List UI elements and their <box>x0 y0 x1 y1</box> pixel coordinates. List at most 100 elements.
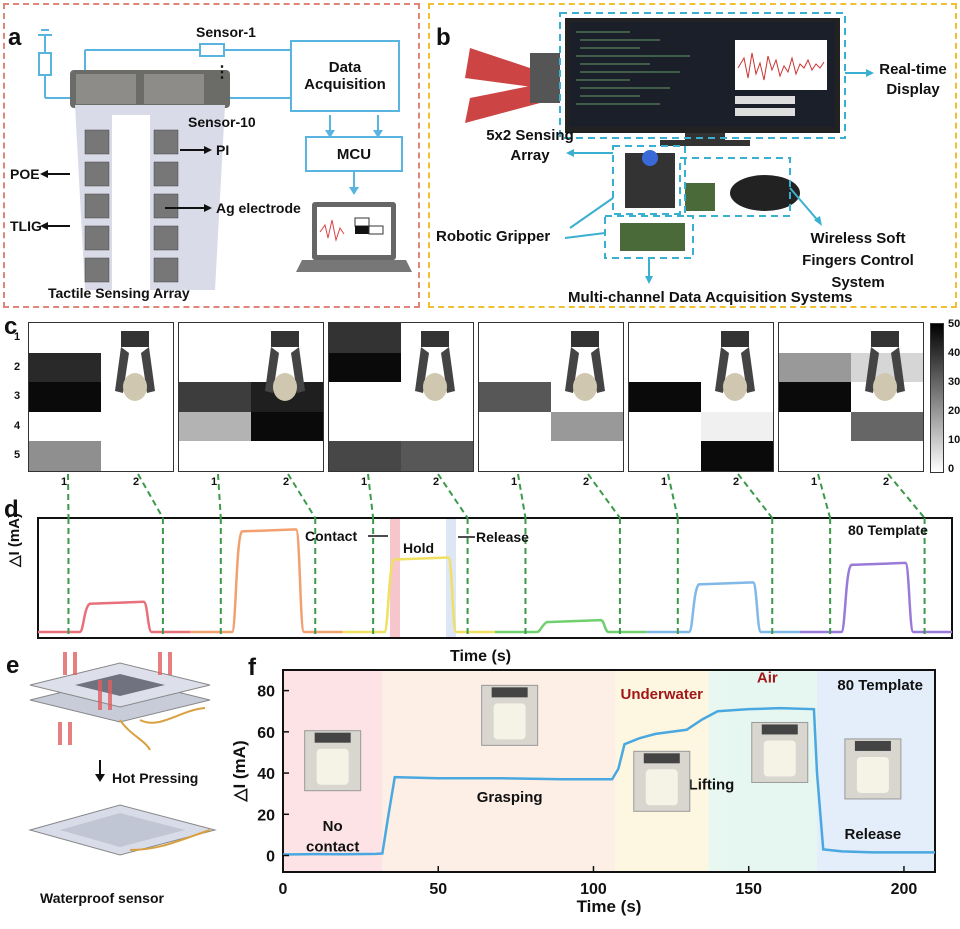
gripper-image <box>465 48 560 123</box>
gripper-photo-icon <box>861 331 909 403</box>
data-acquisition-box: Data Acquisition <box>290 40 400 112</box>
heatmap-col-tick: 1 <box>661 476 668 488</box>
x-tick-label: 100 <box>580 881 607 898</box>
heatmap-cell <box>251 411 323 442</box>
heatmap-cell <box>329 382 401 412</box>
heatmap-cell <box>179 411 251 442</box>
y-tick-label: 80 <box>257 684 275 701</box>
sensor-1-label: Sensor-1 <box>196 24 256 40</box>
heatmap-cell <box>29 441 101 471</box>
air-label: Air <box>757 669 778 686</box>
heatmap-cell <box>779 411 851 442</box>
heatmap-cell <box>701 411 773 442</box>
gripper-photo-icon <box>261 331 309 403</box>
heatmap-cell <box>329 323 401 353</box>
heatmap-cell <box>179 382 251 412</box>
heatmap-cell <box>179 323 251 353</box>
heatmap-col-tick: 1 <box>511 476 518 488</box>
heatmap-6 <box>778 322 924 472</box>
y-tick-label: 20 <box>257 807 275 824</box>
chart-d-xlabel: Time (s) <box>450 648 512 665</box>
heatmap-cell <box>851 441 923 471</box>
experiment-photo <box>633 750 691 812</box>
heatmap-col-tick: 1 <box>811 476 818 488</box>
hot-pressing-label: Hot Pressing <box>112 770 199 786</box>
heatmap-cell <box>29 382 101 412</box>
connector-line <box>437 473 469 519</box>
heatmap-col-tick: 2 <box>733 476 740 488</box>
gripper-photo-icon <box>411 331 459 403</box>
heatmap-cell <box>329 411 401 442</box>
chart-d-series-2 <box>190 528 343 634</box>
chart-d-series-4 <box>495 618 648 634</box>
heatmap-cell <box>29 411 101 442</box>
colorbar <box>930 323 944 473</box>
contact-label: Contact <box>305 528 358 544</box>
heatmap-1 <box>28 322 174 472</box>
heatmap-cell <box>479 411 551 442</box>
heatmap-cell <box>629 352 701 383</box>
gripper-photo-icon <box>711 331 759 403</box>
panel-label-f: f <box>248 654 256 681</box>
heatmap-cell <box>629 411 701 442</box>
chart-d <box>37 473 953 639</box>
connector-line <box>367 473 375 519</box>
chart-d-ylabel: △I (mA) <box>6 512 23 567</box>
heatmap-row-tick: 5 <box>14 449 21 462</box>
panel-label-d: d <box>4 496 19 523</box>
experiment-photo <box>481 684 539 746</box>
heatmap-row-tick: 1 <box>14 331 21 343</box>
underwater-label: Underwater <box>621 686 704 703</box>
heatmap-2 <box>178 322 324 472</box>
heatmap-cell <box>551 411 623 442</box>
connector-line <box>817 473 832 519</box>
heatmap-cell <box>329 441 401 471</box>
panel-label-a: a <box>8 24 22 51</box>
waterproof-sensor-label: Waterproof sensor <box>40 890 164 906</box>
connector-line <box>887 473 926 519</box>
colorbar-tick: 20 <box>948 405 960 417</box>
release-label: Release <box>476 529 529 545</box>
dots-label: ⋮ <box>214 64 230 81</box>
y-tick-label: 40 <box>257 766 275 783</box>
mcu-box: MCU <box>305 136 403 172</box>
gripper-photo-icon <box>561 331 609 403</box>
heatmap-cell <box>29 323 101 353</box>
heatmap-col-tick: 2 <box>883 476 890 488</box>
no-contact-label: No <box>323 818 343 835</box>
heatmap-cell <box>701 441 773 471</box>
connector-line <box>737 473 774 519</box>
release-region-label: Release <box>845 826 902 843</box>
y-tick-label: 0 <box>266 849 275 866</box>
chart-f-template: 80 Template <box>837 677 923 694</box>
wireless-control-label: Wireless Soft Fingers Control System <box>802 230 914 291</box>
heatmap-row-tick: 2 <box>14 360 21 373</box>
heatmap-cell <box>479 382 551 412</box>
chart-d-series-1 <box>38 600 191 634</box>
heatmap-row-tick: 3 <box>14 390 21 403</box>
system-photo-illustration <box>465 12 874 284</box>
heatmap-cell <box>179 352 251 383</box>
heatmap-row-tick: 4 <box>14 419 21 432</box>
heatmap-cell <box>629 323 701 353</box>
chart-d-template: 80 Template <box>848 522 928 538</box>
y-tick-label: 60 <box>257 725 275 742</box>
x-tick-label: 200 <box>891 881 918 898</box>
chart-f-xlabel: Time (s) <box>577 897 642 916</box>
heatmap-cell <box>179 441 251 471</box>
panel-label-c: c <box>4 313 18 340</box>
connector-line <box>517 473 527 519</box>
heatmap-cell <box>101 441 173 471</box>
heatmap-cell <box>479 352 551 383</box>
experiment-photo <box>844 738 902 800</box>
connector-line <box>137 473 164 519</box>
x-tick-label: 150 <box>735 881 762 898</box>
experiment-photo <box>751 721 809 783</box>
chart-f-ylabel: △I (mA) <box>230 740 249 802</box>
tlig-label: TLIG <box>10 218 42 234</box>
colorbar-tick: 40 <box>948 347 960 359</box>
heatmap-cell <box>851 411 923 442</box>
heatmap-col-tick: 1 <box>361 476 368 488</box>
heatmap-cell <box>779 441 851 471</box>
